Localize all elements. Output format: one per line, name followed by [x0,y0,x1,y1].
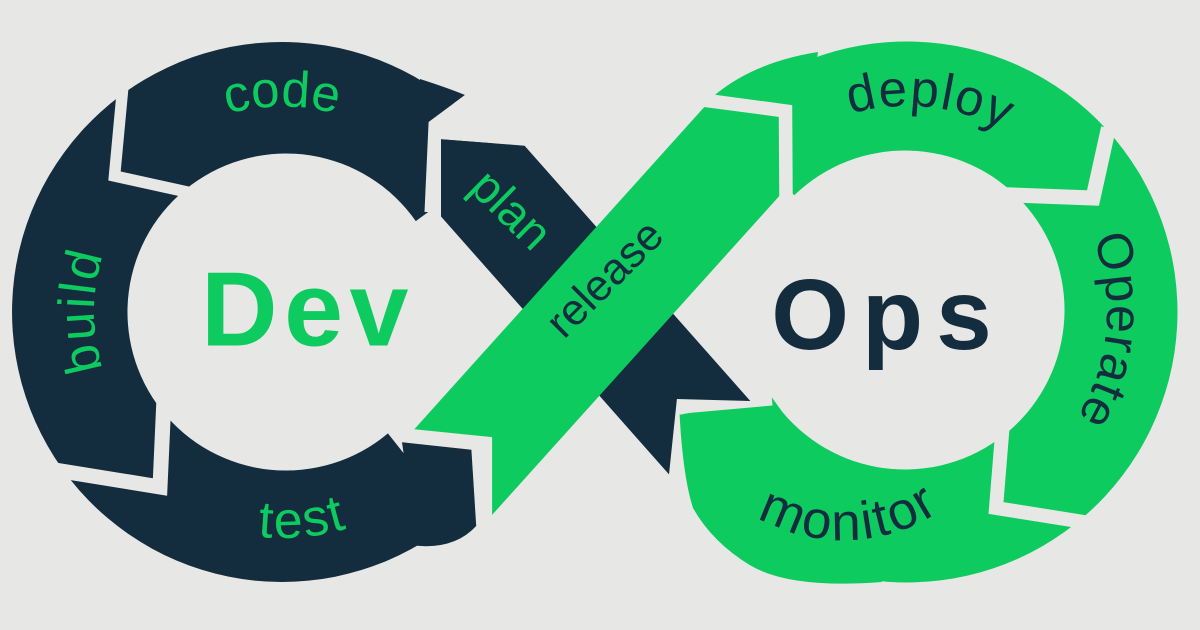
svg-text:test: test [257,484,352,551]
svg-text:Ops: Ops [771,259,1004,371]
svg-text:Dev: Dev [201,251,415,369]
